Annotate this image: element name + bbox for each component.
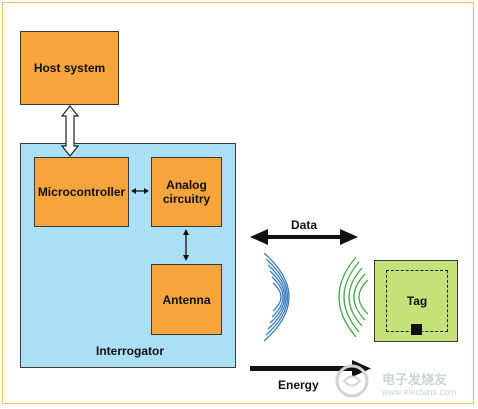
watermark-url: www.elecfans.com	[382, 387, 457, 397]
interrogator-waves	[263, 252, 290, 342]
analog-circuitry-label: Analog circuitry	[162, 178, 211, 206]
mcu-analog-arrow	[131, 188, 149, 194]
host-system-block: Host system	[20, 31, 119, 105]
tag-chip	[411, 324, 422, 335]
microcontroller-block: Microcontroller	[34, 157, 129, 227]
tag-label: Tag	[406, 294, 428, 308]
analog-circuitry-block: Analog circuitry	[151, 157, 222, 227]
figure-frame	[2, 2, 474, 404]
interrogator-label: Interrogator	[96, 344, 165, 358]
energy-label: Energy	[278, 378, 319, 392]
antenna-label: Antenna	[162, 292, 211, 307]
antenna-block: Antenna	[151, 264, 222, 335]
data-arrow	[250, 229, 358, 245]
analog-antenna-arrow	[183, 229, 189, 261]
host-link-arrow	[60, 105, 80, 157]
watermark-logo	[335, 364, 369, 398]
data-label: Data	[291, 218, 318, 232]
watermark-text: 电子发烧友	[382, 372, 448, 387]
host-system-label: Host system	[33, 61, 106, 75]
tag-waves	[338, 256, 369, 338]
microcontroller-label: Microcontroller	[37, 185, 126, 199]
energy-arrow	[250, 360, 371, 377]
